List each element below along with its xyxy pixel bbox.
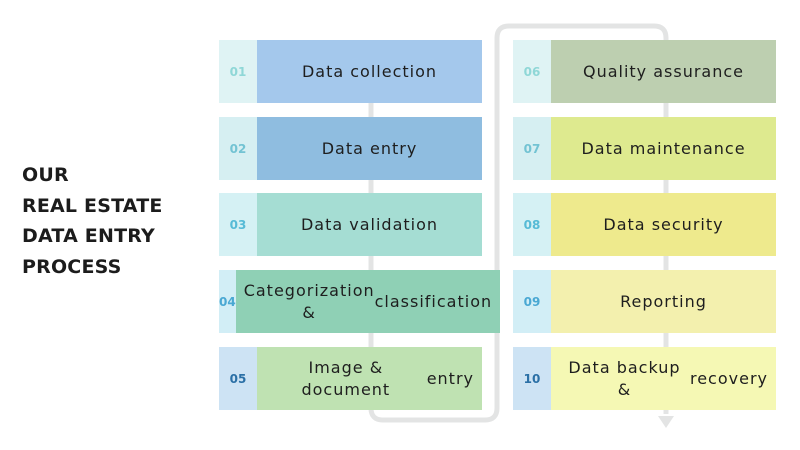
step-label: Categorization &classification	[235, 270, 501, 333]
process-step-05: 05 Image & document entry	[219, 347, 482, 410]
process-step-01: 01 Data collection	[219, 40, 482, 103]
step-number: 02	[219, 117, 257, 180]
step-label: Image & document entry	[257, 347, 482, 410]
step-label: Data collection	[257, 40, 482, 103]
step-label-line-2: classification	[374, 291, 493, 311]
step-label-line-1: Categorization &	[243, 280, 375, 322]
arrow-head-icon	[658, 416, 674, 428]
step-label-line-1: Image & document	[301, 357, 391, 399]
step-label: Quality assurance	[551, 40, 776, 103]
title-line-1: OUR	[22, 164, 69, 186]
step-number: 05	[219, 347, 257, 410]
process-step-03: 03 Data validation	[219, 193, 482, 256]
step-label-line-1: Reporting	[620, 291, 707, 311]
step-label-line-1: Data collection	[301, 61, 438, 81]
step-label: Data security	[551, 193, 776, 256]
step-label-line-2: entry	[426, 368, 474, 388]
step-number: 01	[219, 40, 257, 103]
process-step-10: 10 Data backup & recovery	[513, 347, 776, 410]
step-number: 09	[513, 270, 551, 333]
process-step-08: 08 Data security	[513, 193, 776, 256]
step-label: Data backup & recovery	[551, 347, 776, 410]
step-number: 04	[219, 270, 236, 333]
step-label: Reporting	[551, 270, 776, 333]
step-label-line-1: Data backup &	[568, 357, 681, 399]
step-number: 08	[513, 193, 551, 256]
step-label: Data maintenance	[551, 117, 776, 180]
step-number: 06	[513, 40, 551, 103]
connector-line	[368, 23, 669, 423]
process-step-06: 06 Quality assurance	[513, 40, 776, 103]
step-label: Data entry	[257, 117, 482, 180]
step-number: 03	[219, 193, 257, 256]
title-line-2: REAL ESTATE	[22, 194, 163, 217]
process-step-07: 07 Data maintenance	[513, 117, 776, 180]
step-label: Data validation	[257, 193, 482, 256]
step-number: 10	[513, 347, 551, 410]
diagram-title: OUR REAL ESTATE DATA ENTRY PROCESS	[22, 160, 163, 282]
step-label-line-1: Quality assurance	[582, 61, 745, 81]
title-line-4: PROCESS	[22, 255, 122, 278]
step-label-line-1: Data entry	[321, 138, 418, 158]
step-number: 07	[513, 117, 551, 180]
step-label-line-1: Data maintenance	[581, 138, 746, 158]
process-step-02: 02 Data entry	[219, 117, 482, 180]
process-step-09: 09 Reporting	[513, 270, 776, 333]
step-label-line-1: Data validation	[300, 214, 439, 234]
step-label-line-2: recovery	[689, 368, 768, 388]
step-label-line-1: Data security	[603, 214, 724, 234]
title-line-3: DATA ENTRY	[22, 225, 155, 247]
